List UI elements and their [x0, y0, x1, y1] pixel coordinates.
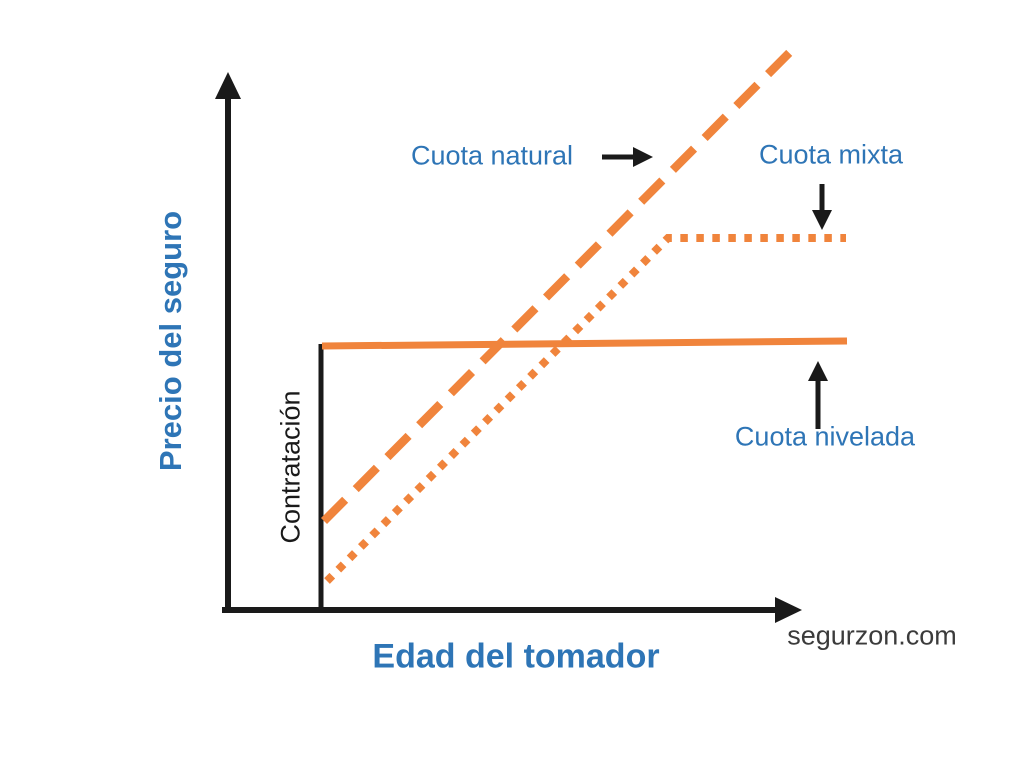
- contract-annotation-label: Contratación: [275, 390, 306, 544]
- series-line-dashed: [320, 45, 798, 524]
- series-line-dotted: [324, 234, 846, 584]
- right-arrow-icon: [602, 147, 653, 167]
- series-label-cuota-mixta: Cuota mixta: [758, 139, 904, 170]
- axes: [215, 72, 802, 623]
- y-axis-arrow-icon: [215, 72, 241, 99]
- down-arrow-icon: [812, 184, 832, 230]
- annotation-arrows: [602, 147, 832, 429]
- series-line-solid: [321, 337, 848, 350]
- series-label-cuota-nivelada: Cuota nivelada: [734, 421, 916, 452]
- x-axis-arrow-icon: [775, 597, 802, 623]
- series-label-cuota-natural: Cuota natural: [410, 140, 574, 171]
- up-arrow-icon: [808, 361, 828, 429]
- x-axis-title: Edad del tomador: [372, 637, 660, 676]
- series-lines: [320, 45, 848, 584]
- watermark-text: segurzon.com: [787, 620, 957, 651]
- y-axis-title: Precio del seguro: [153, 210, 189, 472]
